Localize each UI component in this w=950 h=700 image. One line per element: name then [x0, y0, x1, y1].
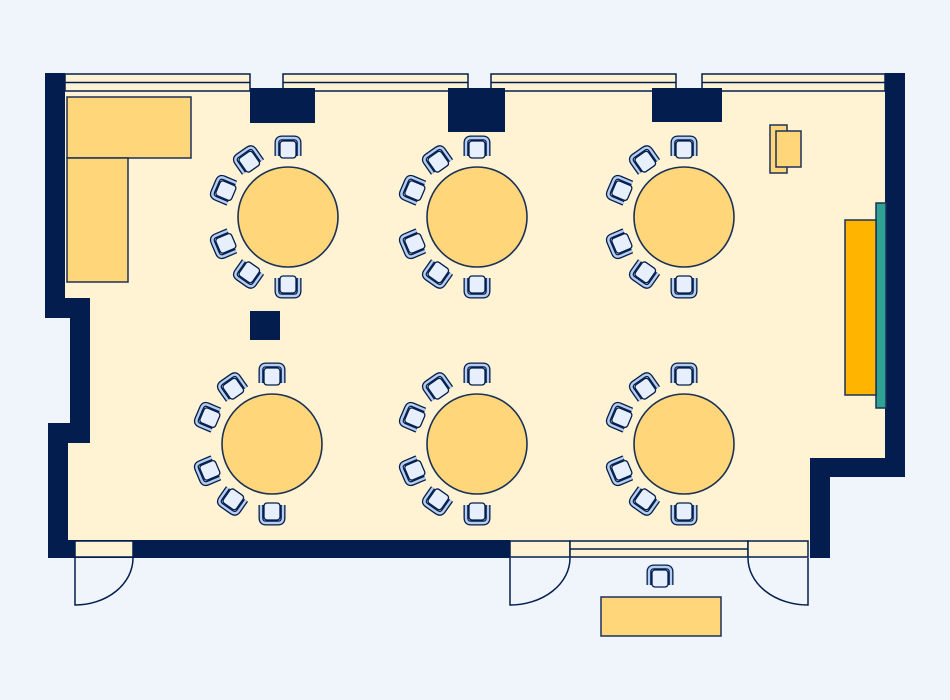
round-table	[426, 393, 528, 495]
chair	[463, 362, 491, 386]
door-center-swing	[509, 557, 571, 606]
whiteboard-rail	[875, 202, 887, 409]
chair	[463, 135, 491, 159]
chair	[274, 275, 302, 299]
chair	[605, 228, 634, 260]
round-table	[221, 393, 323, 495]
chair	[646, 564, 674, 588]
chair	[193, 455, 222, 487]
chair	[421, 259, 454, 289]
chair	[421, 145, 454, 175]
door-right-swing	[747, 557, 809, 606]
chair	[421, 372, 454, 402]
chair	[605, 174, 634, 206]
bottom-openings	[74, 540, 809, 606]
chair	[670, 362, 698, 386]
chair	[670, 502, 698, 526]
door-center-frame	[509, 540, 571, 558]
walls	[45, 73, 905, 558]
door-left-swing	[74, 557, 134, 606]
l-shaped-counter	[66, 96, 192, 283]
chair	[232, 259, 265, 289]
chair	[209, 174, 238, 206]
chair	[209, 228, 238, 260]
printer-stand	[769, 124, 802, 174]
chair	[628, 259, 661, 289]
chair	[216, 372, 249, 402]
chair	[258, 502, 286, 526]
chair	[628, 145, 661, 175]
chair	[216, 486, 249, 516]
chair	[605, 455, 634, 487]
chair	[398, 228, 427, 260]
chair	[628, 486, 661, 516]
chair	[421, 486, 454, 516]
chair	[670, 275, 698, 299]
round-table	[633, 166, 735, 268]
chair	[605, 401, 634, 433]
reception-desk	[600, 596, 722, 637]
chair	[463, 275, 491, 299]
door-left-frame	[74, 540, 134, 558]
chair	[274, 135, 302, 159]
round-table	[426, 166, 528, 268]
door-right-frame	[747, 540, 809, 558]
round-table	[633, 393, 735, 495]
chair	[398, 401, 427, 433]
chair	[258, 362, 286, 386]
chair	[232, 145, 265, 175]
chair	[193, 401, 222, 433]
tables	[221, 166, 735, 495]
chair	[398, 174, 427, 206]
chair	[398, 455, 427, 487]
chair	[628, 372, 661, 402]
chair	[463, 502, 491, 526]
whiteboard	[844, 219, 877, 396]
chairs	[193, 135, 698, 588]
columns	[250, 88, 722, 340]
top-windows	[64, 73, 886, 92]
chair	[670, 135, 698, 159]
round-table	[237, 166, 339, 268]
